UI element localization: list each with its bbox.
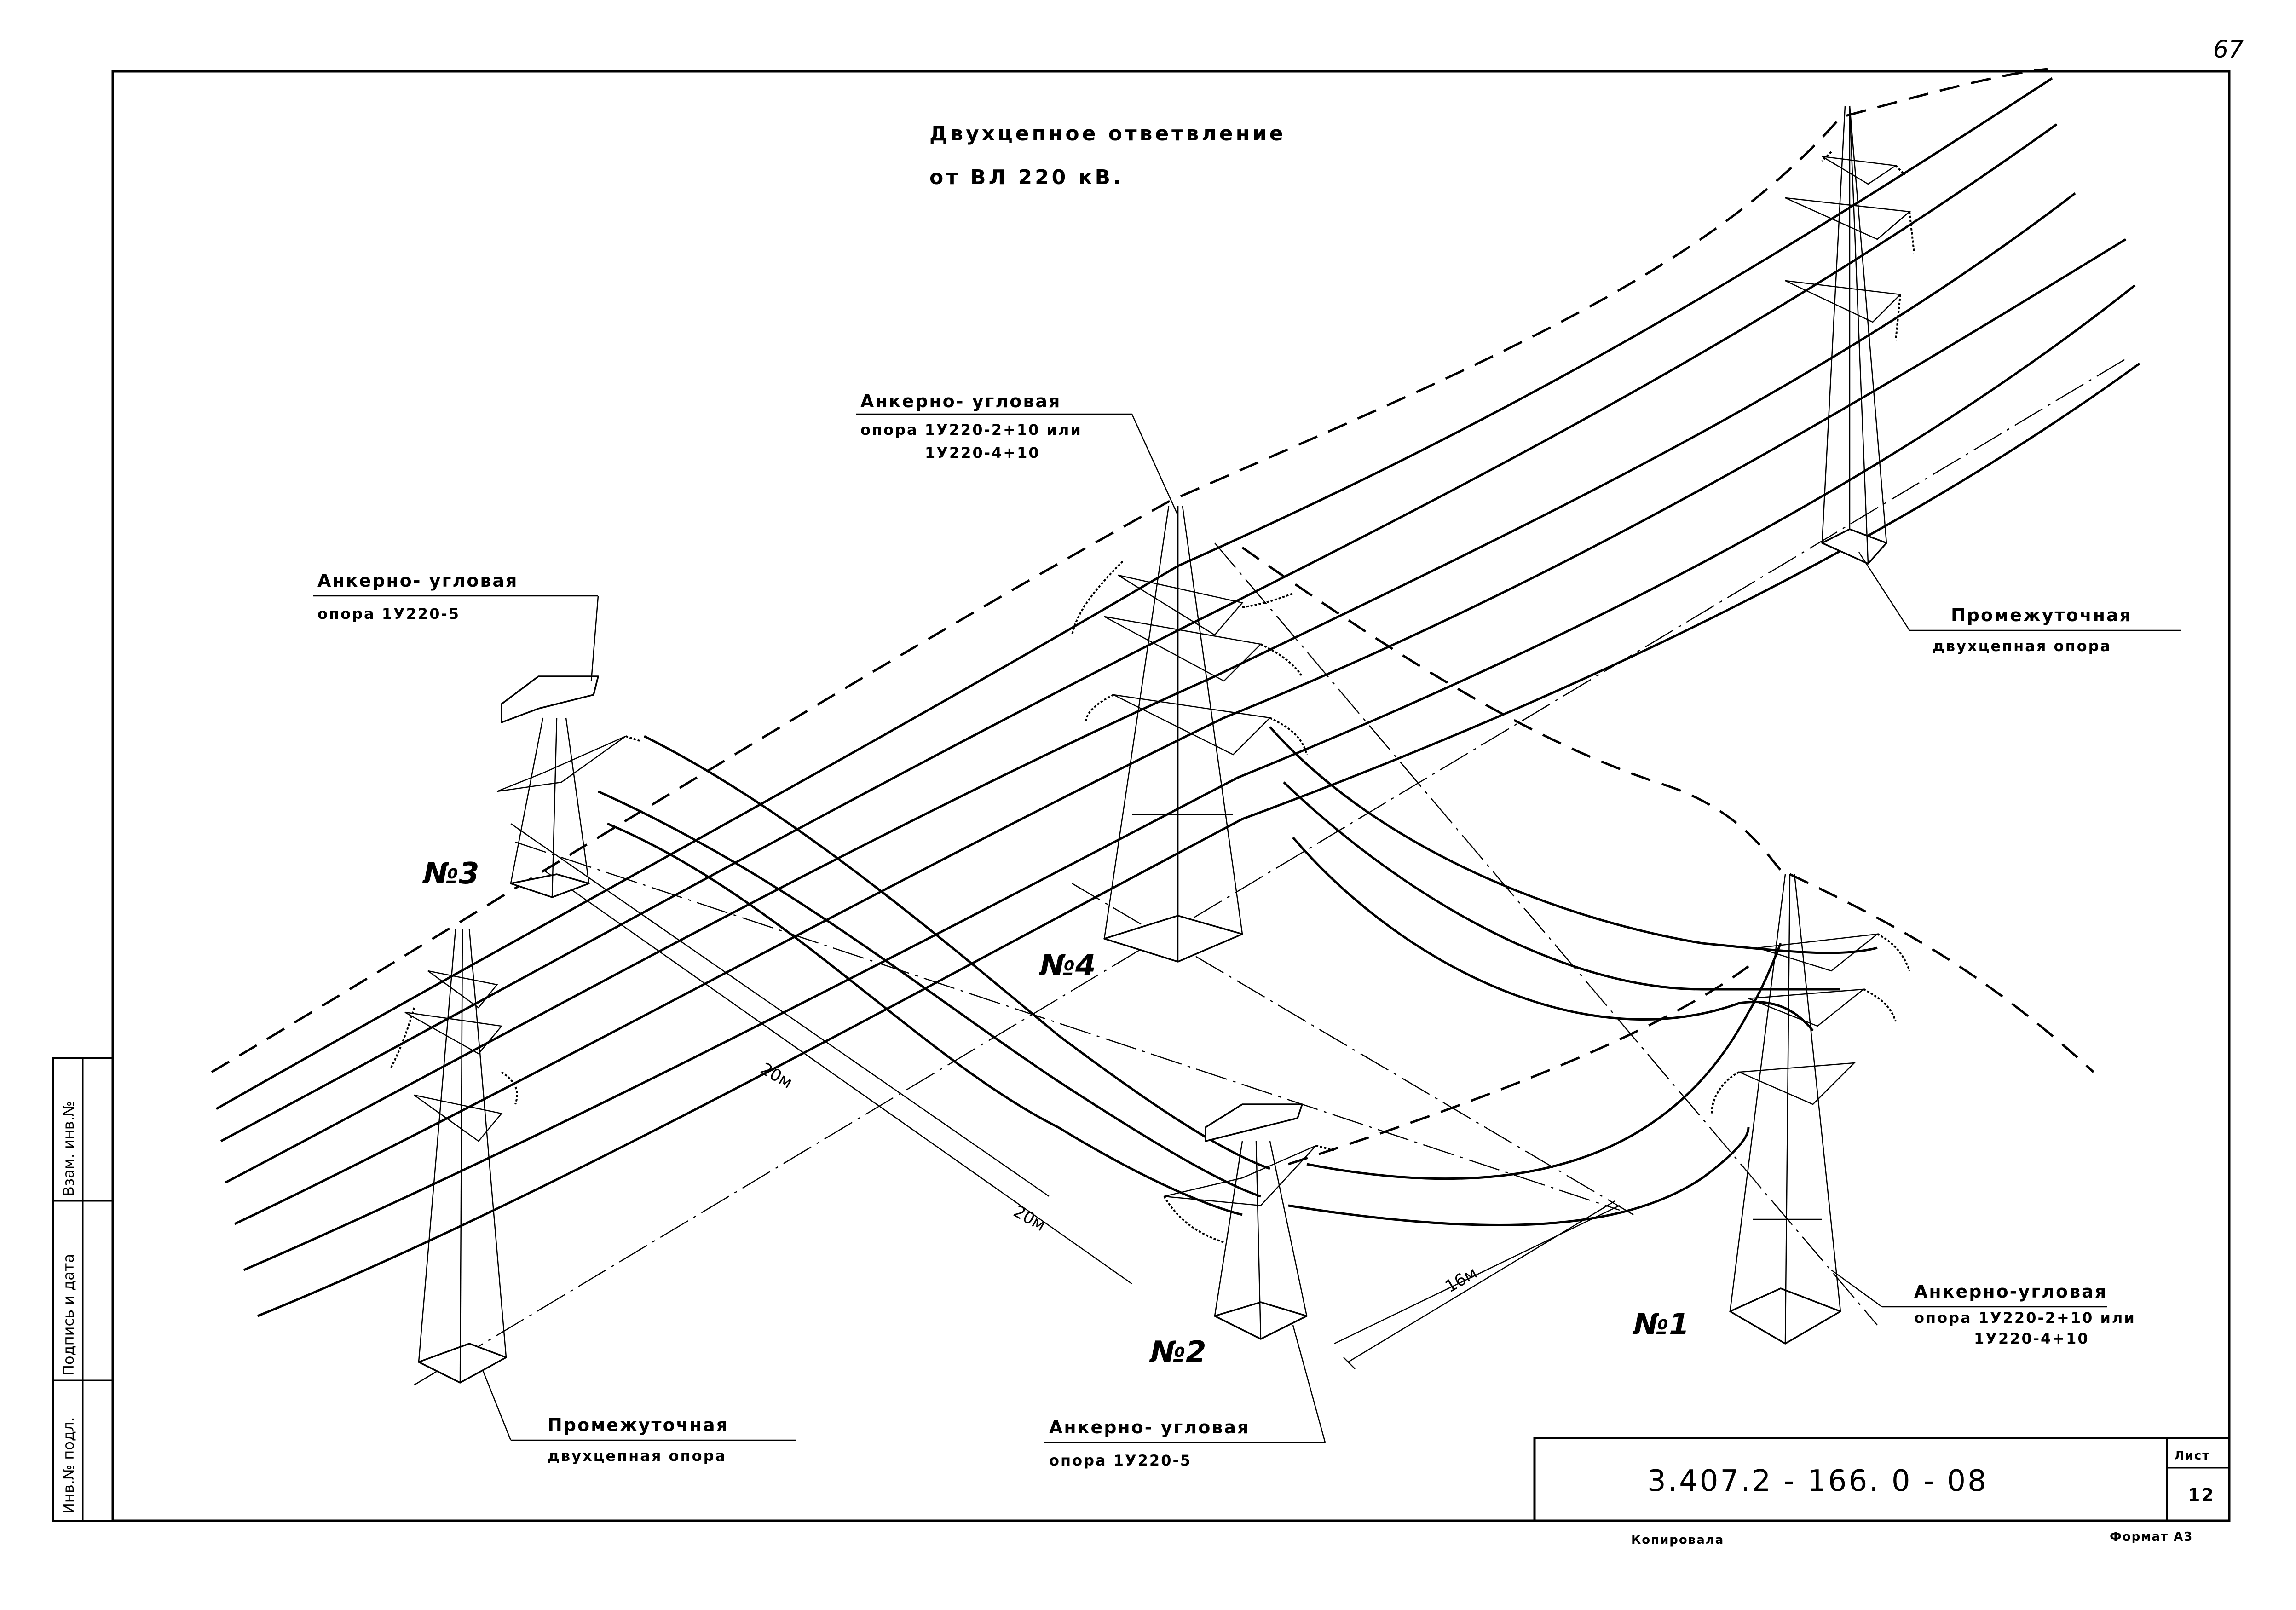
side-stamp: Инв.№ подл. Подпись и дата Взам. инв.№ <box>52 1057 114 1522</box>
label-bottom-left-intermediate-line1: Промежуточная <box>548 1415 729 1435</box>
branch-conductors <box>597 726 1878 1227</box>
label-top-right-intermediate-line1: Промежуточная <box>1951 605 2132 625</box>
tower-number-n3: №3 <box>422 857 479 891</box>
tower-n4-anchor <box>1071 506 1308 963</box>
label-bottom-right-anchor-line1: Анкерно-угловая <box>1914 1281 2107 1302</box>
tower-n3-intermediate <box>390 929 518 1384</box>
label-left-anchor-line2: опора 1У220-5 <box>317 605 460 623</box>
ground-axes <box>414 358 2126 1386</box>
dimension-16m: 16м <box>1442 1264 1481 1297</box>
drawing-frame <box>111 70 2231 1522</box>
label-bottom-center-anchor-line2: опора 1У220-5 <box>1049 1452 1192 1469</box>
tower-n1-anchor <box>1711 874 1910 1345</box>
stamp-vzam-inv: Взам. инв.№ <box>60 1101 77 1196</box>
dimension-20m-upper: 20м <box>757 1059 796 1092</box>
label-left-anchor-line1: Анкерно- угловая <box>317 571 518 591</box>
label-bottom-right-anchor: Анкерно-угловая опора 1У220-2+10 или 1У2… <box>1831 1269 2136 1347</box>
tower-number-n4: №4 <box>1038 949 1096 983</box>
sheet-label: Лист <box>2174 1449 2210 1463</box>
title-block: 3.407.2 - 166. 0 - 08 Лист 12 <box>1533 1437 2231 1522</box>
label-bottom-right-anchor-line3: 1У220-4+10 <box>1974 1330 2089 1347</box>
label-top-anchor-line3: 1У220-4+10 <box>925 444 1040 462</box>
drawing-title-line1: Двухцепное ответвление <box>929 122 1286 145</box>
page-number: 67 <box>2213 36 2244 63</box>
label-top-anchor: Анкерно- угловая опора 1У220-2+10 или 1У… <box>856 391 1179 516</box>
stamp-inv-podl: Инв.№ подл. <box>60 1417 77 1514</box>
tower-number-n2: №2 <box>1149 1335 1206 1369</box>
main-line-conductors <box>215 77 2140 1317</box>
dimension-20m-lower: 20м <box>1010 1202 1049 1235</box>
stamp-podpis-data: Подпись и дата <box>60 1254 77 1376</box>
document-code: 3.407.2 - 166. 0 - 08 <box>1647 1464 1988 1498</box>
label-bottom-center-anchor: Анкерно- угловая опора 1У220-5 <box>1044 1325 1326 1469</box>
ground-wires <box>211 68 2094 1166</box>
label-bottom-right-anchor-line2: опора 1У220-2+10 или <box>1914 1309 2136 1327</box>
label-top-right-intermediate: Промежуточная двухцепная опора <box>1858 552 2181 655</box>
tower-n2-anchor <box>1163 1103 1335 1340</box>
drawing-title-line2: от ВЛ 220 кВ. <box>929 166 1124 189</box>
label-top-right-intermediate-line2: двухцепная опора <box>1933 637 2111 655</box>
footer-copied: Копировала <box>1631 1533 1724 1547</box>
tower-left-anchor <box>496 675 640 898</box>
tower-top-right-intermediate <box>1785 105 1915 565</box>
label-left-anchor: Анкерно- угловая опора 1У220-5 <box>313 571 599 681</box>
footer-format: Формат А3 <box>2110 1530 2193 1544</box>
sheet-number: 12 <box>2188 1485 2215 1505</box>
label-bottom-center-anchor-line1: Анкерно- угловая <box>1049 1417 1250 1437</box>
tower-number-n1: №1 <box>1632 1308 1690 1342</box>
dimension-lines <box>1343 1200 1615 1369</box>
label-bottom-left-intermediate-line2: двухцепная опора <box>548 1447 727 1465</box>
label-bottom-left-intermediate: Промежуточная двухцепная опора <box>482 1371 796 1465</box>
label-top-anchor-line1: Анкерно- угловая <box>860 391 1061 411</box>
label-top-anchor-line2: опора 1У220-2+10 или <box>860 421 1082 439</box>
